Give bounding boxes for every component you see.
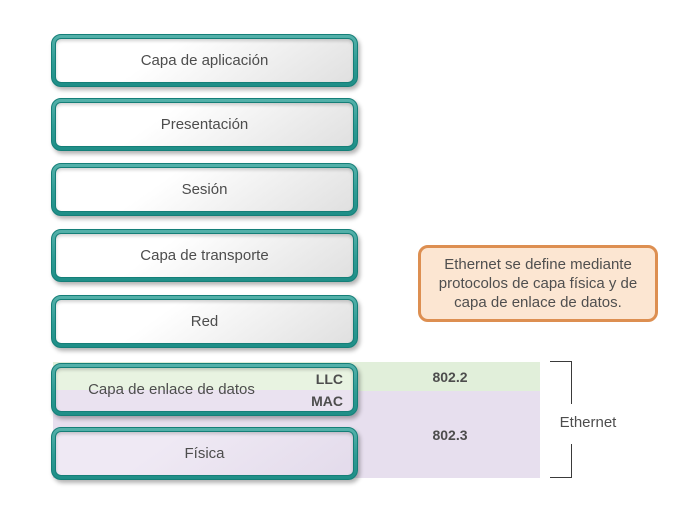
ethernet-definition-callout: Ethernet se define mediante protocolos d…: [418, 245, 658, 322]
layer-box-application: Capa de aplicación: [51, 34, 358, 87]
standard-802-3-label: 802.3: [432, 426, 468, 443]
layer-label-physical: Física: [55, 431, 354, 476]
standard-802-2-label: 802.2: [432, 368, 468, 385]
layer-box-presentation: Presentación: [51, 98, 358, 151]
layer-box-transport: Capa de transporte: [51, 229, 358, 282]
layer-label-presentation: Presentación: [55, 102, 354, 147]
ethernet-definition-text: Ethernet se define mediante protocolos d…: [438, 256, 638, 311]
layer-box-physical: Física: [51, 427, 358, 480]
bracket-label-ethernet: Ethernet: [559, 413, 617, 431]
bracket-vertical-bottom: [571, 444, 572, 478]
sublayer-label-mac: MAC: [311, 392, 343, 409]
sublayer-label-llc: LLC: [315, 371, 343, 387]
layer-data-link-body: Capa de enlace de datos LLC MAC: [55, 367, 354, 412]
layer-box-session: Sesión: [51, 163, 358, 216]
bracket-vertical-top: [571, 361, 572, 404]
layer-box-data-link: Capa de enlace de datos LLC MAC: [51, 363, 358, 416]
layer-label-application: Capa de aplicación: [55, 38, 354, 83]
layer-label-network: Red: [55, 299, 354, 344]
layer-box-network: Red: [51, 295, 358, 348]
bracket-tick-bottom: [550, 477, 572, 478]
layer-label-session: Sesión: [55, 167, 354, 212]
bracket-tick-top: [550, 361, 572, 362]
layer-label-data-link: Capa de enlace de datos: [88, 381, 255, 398]
layer-label-transport: Capa de transporte: [55, 233, 354, 278]
